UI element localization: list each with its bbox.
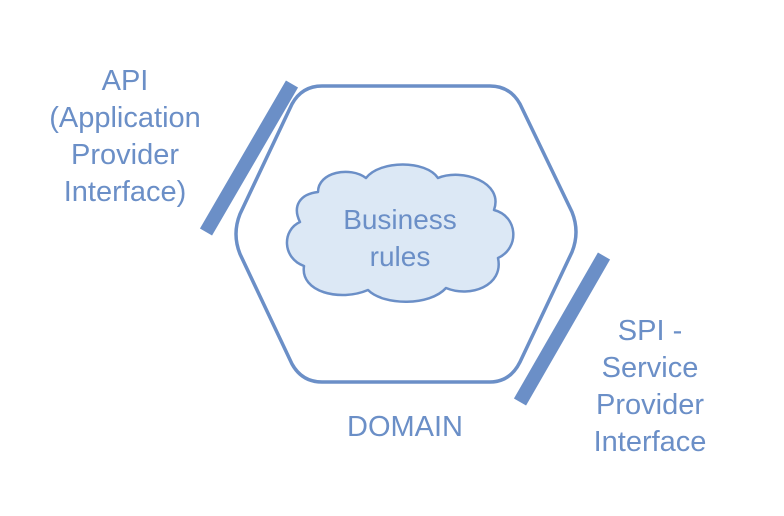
- spi-label-line-4: Interface: [593, 426, 707, 458]
- domain-label-text: DOMAIN: [347, 411, 463, 443]
- business-rules-label: Business rules: [300, 201, 500, 275]
- business-rules-line-2: rules: [369, 241, 431, 272]
- api-label-line-1: API: [101, 65, 149, 97]
- spi-label-line-3: Provider: [596, 389, 704, 421]
- domain-hexagon: [234, 84, 578, 384]
- business-rules-cloud: [285, 163, 515, 303]
- spi-label-line-2: Service: [601, 352, 699, 384]
- spi-port-bar: [513, 252, 611, 406]
- domain-label: DOMAIN: [305, 410, 505, 444]
- api-label-line-3: Provider: [71, 139, 179, 171]
- api-port-bar: [199, 80, 299, 236]
- api-label-line-2: (Application: [49, 102, 201, 134]
- api-label: API (Application Provider Interface): [20, 63, 230, 211]
- spi-label-line-1: SPI -: [617, 315, 683, 347]
- api-label-line-4: Interface): [63, 176, 187, 208]
- spi-label: SPI - Service Provider Interface: [555, 313, 745, 461]
- business-rules-line-1: Business: [343, 204, 457, 235]
